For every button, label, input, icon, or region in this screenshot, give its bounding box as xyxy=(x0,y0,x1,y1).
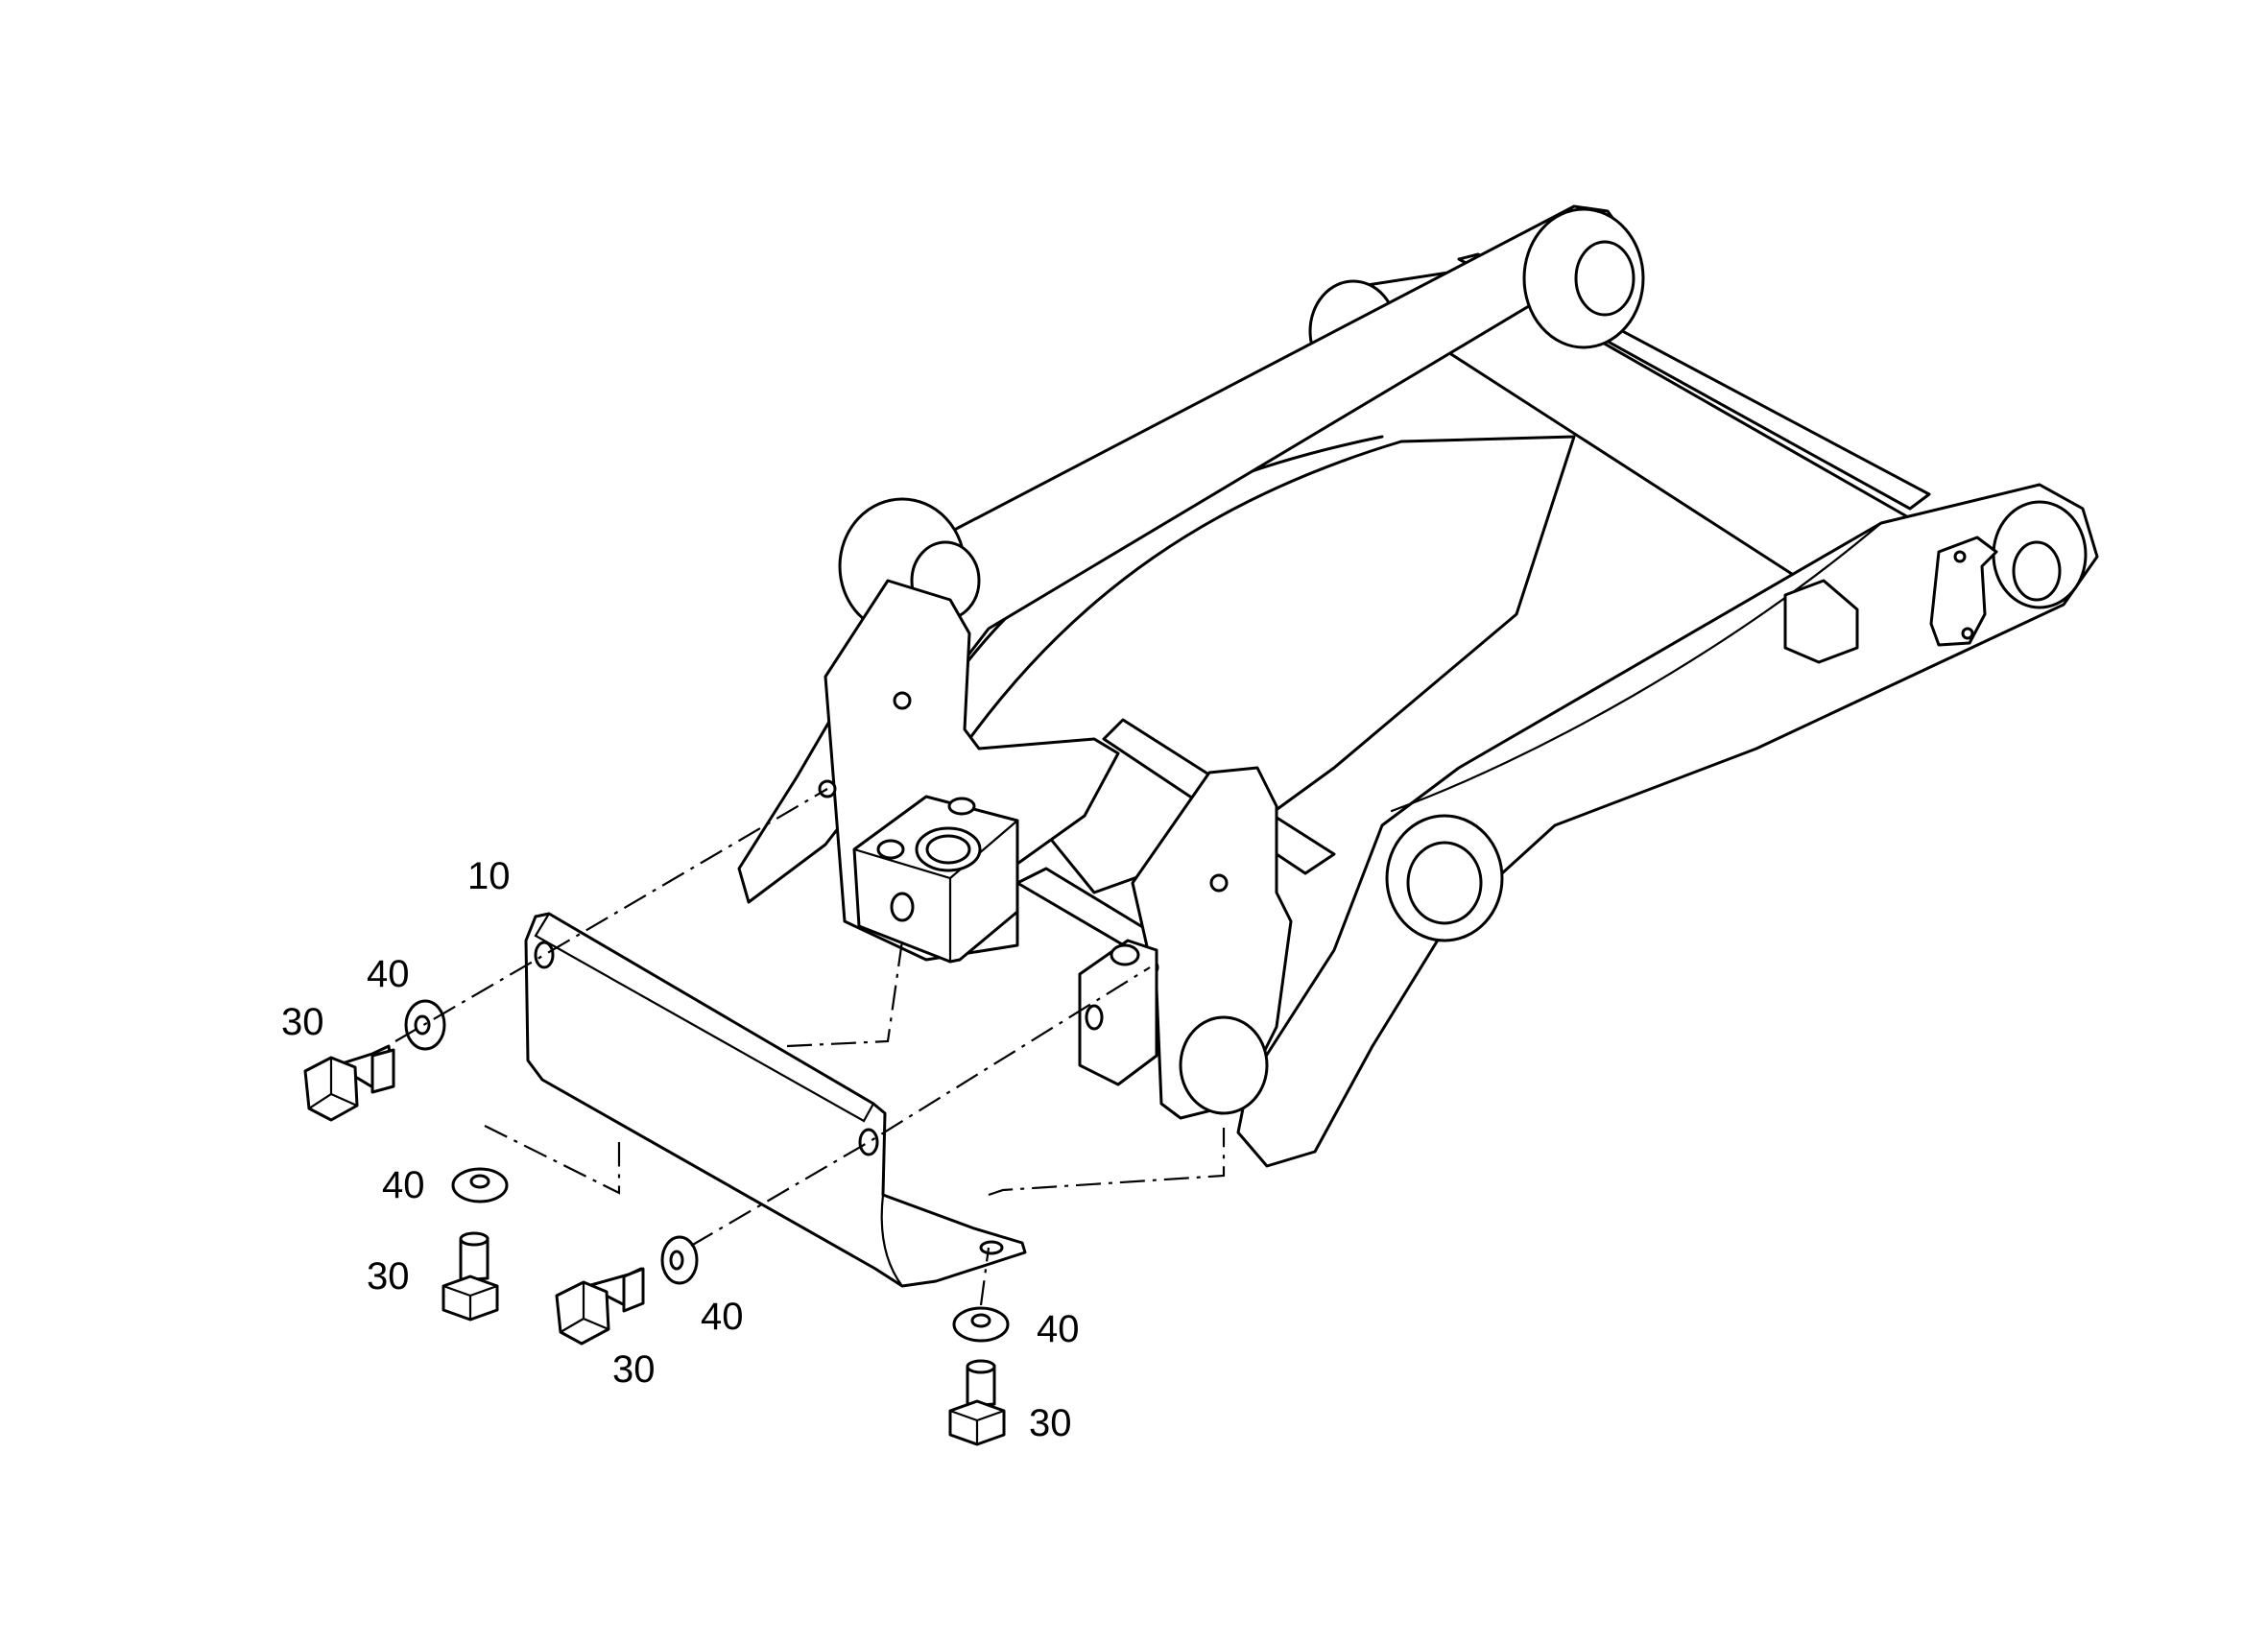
right-valve-side-port xyxy=(1085,1004,1104,1031)
callout-30-center: 30 xyxy=(612,1348,656,1391)
callout-40-right: 40 xyxy=(1037,1308,1080,1350)
callout-30-right: 30 xyxy=(1029,1402,1072,1444)
mounting-plate xyxy=(524,912,1027,1288)
callout-30-lower-left: 30 xyxy=(367,1255,410,1298)
right-arm-front-bore xyxy=(1406,841,1483,925)
right-bracket-lower-boss xyxy=(1179,1015,1269,1115)
left-valve-block-edges xyxy=(852,819,1019,964)
loader-frame-assembly xyxy=(737,204,2099,1168)
callout-40-upper-left: 40 xyxy=(367,953,410,995)
rear-right-pin xyxy=(1783,579,1859,664)
bolt-right xyxy=(948,1359,1006,1446)
bolt-center xyxy=(555,1267,645,1346)
latch-plate-hole-bottom xyxy=(1961,627,1974,640)
washer-center xyxy=(660,1235,699,1285)
callout-40-lower-left: 40 xyxy=(382,1164,425,1206)
left-valve-side-port xyxy=(890,892,915,922)
frame-web-plate xyxy=(967,435,1576,894)
rear-right-latch-plate xyxy=(1929,536,1998,647)
right-bracket-hole xyxy=(1209,873,1229,893)
callout-30-upper-left: 30 xyxy=(281,1001,324,1043)
plate-hole-right xyxy=(858,1128,879,1156)
mounting-plate-bend xyxy=(880,1193,904,1288)
mounting-plate-edge xyxy=(534,912,875,1123)
left-valve-port-large-inner xyxy=(925,834,971,865)
callout-labels: 10 40 30 40 30 40 30 40 30 xyxy=(281,855,1080,1444)
right-valve-port xyxy=(1110,943,1140,966)
callout-10: 10 xyxy=(467,855,511,897)
left-valve-port-top xyxy=(947,797,976,816)
plate-hole-foot xyxy=(979,1240,1004,1255)
right-arm-inner-edge xyxy=(1390,521,1883,813)
callout-40-center: 40 xyxy=(701,1296,744,1338)
rear-right-pivot-bore xyxy=(2012,540,2062,602)
washer-lower-left xyxy=(451,1167,509,1203)
rear-left-pivot-bore xyxy=(1574,240,1635,317)
left-bracket-hole xyxy=(893,691,912,710)
latch-plate-hole-top xyxy=(1953,550,1967,563)
right-side-arm xyxy=(1236,483,2099,1168)
bolt-upper-left xyxy=(303,1044,395,1122)
assembly-leader-lines xyxy=(394,788,1226,1306)
washer-right xyxy=(952,1306,1010,1343)
left-valve-port-small xyxy=(876,839,905,860)
mounting-plate-item-10 xyxy=(524,912,1027,1288)
plate-hole-left xyxy=(534,941,555,969)
right-valve-block xyxy=(1078,939,1158,1086)
bolt-lower-left xyxy=(442,1231,499,1322)
